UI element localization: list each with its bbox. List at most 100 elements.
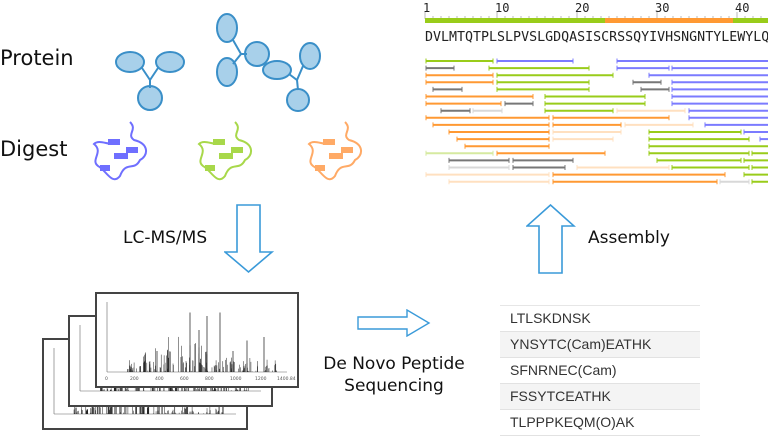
peptide-coverage-bar[interactable]: [576, 165, 670, 170]
axis-tick: 0: [105, 377, 108, 382]
peptide-coverage-bar[interactable]: [425, 101, 502, 107]
peptide-coverage-bar[interactable]: [432, 122, 550, 128]
peptide-coverage-bar[interactable]: [552, 136, 614, 142]
peptide-coverage-bar[interactable]: [425, 72, 494, 78]
peptide-coverage-bar[interactable]: [648, 136, 750, 142]
peptide-coverage-bar[interactable]: [751, 165, 768, 170]
peptide-coverage-bar[interactable]: [496, 86, 590, 92]
arrow-up-icon: [526, 204, 576, 274]
ruler-tick: 30: [655, 1, 670, 15]
coverage-segment: [425, 18, 605, 23]
peptide-coverage-bar[interactable]: [671, 165, 750, 170]
axis-tick: 400: [155, 377, 164, 382]
peptide-coverage-bar[interactable]: [648, 129, 742, 135]
axis-tick: 1200: [255, 377, 267, 382]
denovo-label-line2: Sequencing: [344, 376, 444, 396]
peptide-coverage-map: [425, 58, 768, 185]
peptide-coverage-bar[interactable]: [751, 179, 768, 185]
peptide-coverage-bar[interactable]: [425, 94, 534, 99]
digest-structures: [92, 121, 362, 181]
peptide-coverage-bar[interactable]: [504, 101, 534, 107]
peptide-coverage-bar[interactable]: [448, 129, 550, 135]
peptide-coverage-bar[interactable]: [448, 179, 550, 185]
peptide-coverage-bar[interactable]: [671, 86, 768, 92]
peptide-coverage-bar[interactable]: [616, 58, 768, 64]
peptide-coverage-bar[interactable]: [425, 115, 550, 121]
peptide-coverage-bar[interactable]: [432, 86, 463, 92]
peptide-coverage-bar[interactable]: [456, 136, 550, 142]
table-row[interactable]: FSSYTCEATHK: [500, 384, 700, 410]
peptide-coverage-bar[interactable]: [552, 115, 670, 121]
peptide-coverage-bar[interactable]: [704, 122, 768, 128]
peptide-coverage-bar[interactable]: [448, 157, 510, 163]
peptide-coverage-bar[interactable]: [440, 108, 471, 114]
peptide-coverage-bar[interactable]: [719, 179, 750, 185]
peptide-coverage-bar[interactable]: [656, 157, 742, 163]
peptide-coverage-bar[interactable]: [425, 65, 455, 71]
peptide-orange-icon: [307, 121, 362, 181]
axis-tick: 200: [130, 377, 139, 382]
peptide-coverage-bar[interactable]: [425, 172, 550, 178]
peptide-coverage-bar[interactable]: [544, 94, 646, 99]
peptide-coverage-bar[interactable]: [425, 150, 494, 156]
peptide-coverage-bar[interactable]: [671, 65, 768, 71]
peptide-green-icon: [197, 121, 252, 181]
peptide-coverage-bar[interactable]: [472, 108, 503, 114]
peptide-coverage-bar[interactable]: [671, 79, 768, 85]
table-row[interactable]: LTLSKDNSK: [500, 306, 700, 332]
peptide-coverage-bar[interactable]: [751, 150, 768, 156]
axis-tick: 600: [180, 377, 189, 382]
peptide-coverage-bar[interactable]: [512, 157, 574, 163]
peptide-blue-icon: [92, 121, 147, 181]
peptide-coverage-bar[interactable]: [743, 129, 768, 135]
peptide-coverage-bar[interactable]: [425, 58, 494, 64]
peptide-coverage-bar[interactable]: [496, 58, 574, 64]
peptide-coverage-bar[interactable]: [640, 86, 670, 92]
peptide-coverage-bar[interactable]: [616, 65, 670, 71]
peptide-coverage-bar[interactable]: [425, 79, 494, 85]
table-row[interactable]: TLPPPKEQM(O)AK: [500, 410, 700, 436]
protein-structures: [115, 13, 321, 112]
axis-tick: 1000: [230, 377, 242, 382]
peptide-coverage-bar[interactable]: [496, 79, 590, 85]
denovo-label-line1: De Novo Peptide: [323, 354, 465, 374]
peptide-coverage-bar[interactable]: [648, 72, 768, 78]
peptide-coverage-bar[interactable]: [688, 108, 768, 114]
peptide-coverage-bar[interactable]: [688, 115, 768, 121]
peptide-coverage-bar[interactable]: [496, 72, 614, 78]
protein-sequence: DVLMTQTPLSLPVSLGDQASISCRSSQYIVHSNGNTYLEW…: [425, 30, 768, 45]
ruler-tick: 1: [423, 1, 431, 15]
denovo-label: De Novo Peptide Sequencing: [313, 353, 475, 397]
ruler-tick: 20: [575, 1, 590, 15]
antibody-icon: [115, 13, 321, 112]
peptide-coverage-bar[interactable]: [743, 157, 768, 163]
peptide-coverage-bar[interactable]: [616, 108, 686, 114]
digest-label: Digest: [0, 137, 68, 161]
table-row[interactable]: YNSYTC(Cam)EATHK: [500, 332, 700, 358]
peptide-coverage-bar[interactable]: [648, 143, 768, 149]
peptide-coverage-bar[interactable]: [488, 65, 590, 71]
peptide-coverage-bar[interactable]: [448, 165, 510, 170]
peptide-coverage-bar[interactable]: [544, 101, 646, 107]
peptide-coverage-bar[interactable]: [624, 122, 694, 128]
peptide-coverage-bar[interactable]: [512, 165, 566, 170]
peptide-coverage-bar[interactable]: [544, 108, 614, 114]
peptide-coverage-bar[interactable]: [648, 150, 750, 156]
peptide-coverage-bar[interactable]: [671, 94, 768, 99]
peptide-coverage-bar[interactable]: [632, 79, 662, 85]
peptide-coverage-bar[interactable]: [743, 172, 768, 178]
peptide-coverage-bar[interactable]: [759, 136, 768, 142]
peptide-coverage-bar[interactable]: [496, 150, 606, 156]
peptide-coverage-bar[interactable]: [552, 129, 622, 135]
peptide-table: LTLSKDNSK YNSYTC(Cam)EATHK SFNRNEC(Cam) …: [500, 305, 700, 438]
protein-label: Protein: [0, 46, 74, 70]
peptide-coverage-bar[interactable]: [552, 172, 726, 178]
table-row[interactable]: SFNRNEC(Cam): [500, 358, 700, 384]
peptide-coverage-bar[interactable]: [464, 143, 550, 149]
axis-tick: 1400.84: [277, 377, 296, 382]
peptide-coverage-bar[interactable]: [671, 101, 768, 107]
peptide-coverage-bar[interactable]: [552, 179, 718, 185]
ruler-tick: 10: [495, 1, 510, 15]
coverage-segment: [733, 18, 768, 23]
peptide-coverage-bar[interactable]: [552, 122, 622, 128]
